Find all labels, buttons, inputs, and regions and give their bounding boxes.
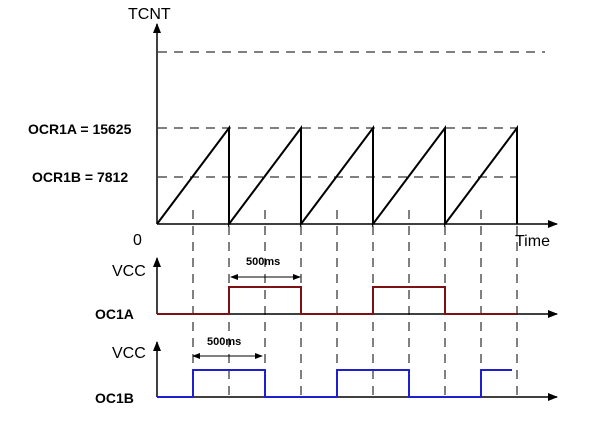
tcnt-axis-title: TCNT <box>128 6 171 23</box>
time-axis-title: Time <box>515 233 550 250</box>
oc1a-period-label: 500ms <box>246 256 280 268</box>
oc1b-square-wave <box>157 369 512 398</box>
oc1a-square-wave <box>157 286 517 315</box>
vcc-label-oc1a: VCC <box>112 263 146 280</box>
oc1b-period-label: 500ms <box>207 336 241 348</box>
origin-label: 0 <box>133 232 142 249</box>
ocr1a-label: OCR1A = 15625 <box>28 121 132 137</box>
vcc-label-oc1b: VCC <box>112 345 146 362</box>
oc1b-label: OC1B <box>95 390 134 406</box>
ocr1b-label: OCR1B = 7812 <box>32 169 128 185</box>
tcnt-sawtooth-wave <box>156 125 518 227</box>
oc1a-label: OC1A <box>95 306 134 322</box>
vertical-guide-lines <box>192 210 518 402</box>
